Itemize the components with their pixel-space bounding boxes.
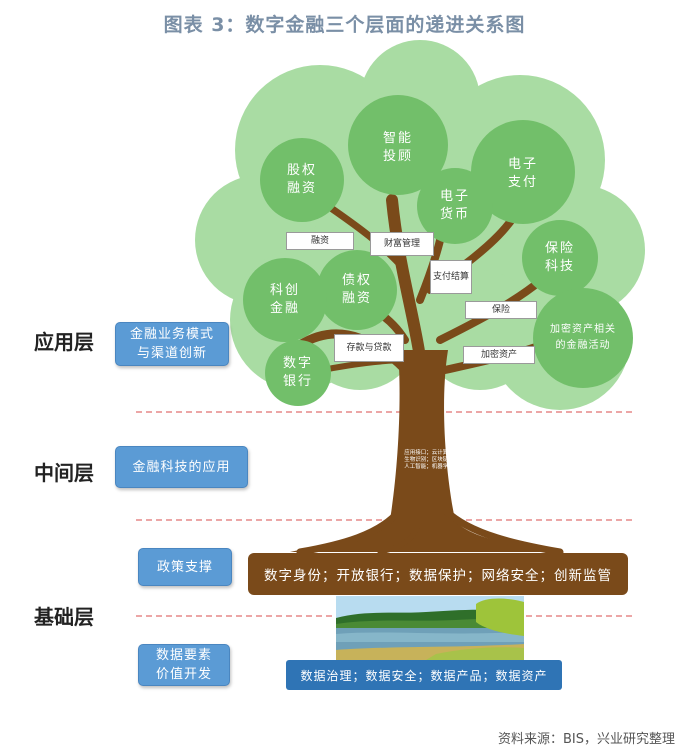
source-note: 资料来源：BIS，兴业研究整理	[497, 732, 675, 747]
leaf-label-debt: 债权融资	[342, 273, 373, 306]
box-data-value: 数据要素价值开发	[138, 644, 230, 686]
figure-title: 图表 3：数字金融三个层面的递进关系图	[163, 14, 526, 36]
policy-bar: 数字身份；开放银行；数据保护；网络安全；创新监管	[248, 553, 628, 595]
leaf-equity	[260, 138, 344, 222]
leaf-label-equity: 股权融资	[287, 163, 318, 196]
trunk	[290, 350, 560, 552]
layer-application: 应用层	[34, 330, 94, 354]
leaf-crypto-finance	[533, 288, 633, 388]
landscape-image	[336, 596, 524, 660]
layer-middle: 中间层	[34, 461, 94, 485]
tag-deposit: 存款与贷款	[334, 334, 404, 362]
leaf-debt	[317, 250, 397, 330]
box-biz-model: 金融业务模式与渠道创新	[115, 322, 229, 366]
leaf-label-crypto-finance: 加密资产相关的金融活动	[550, 324, 616, 351]
tag-crypto: 加密资产	[463, 346, 535, 364]
roots	[296, 506, 564, 556]
leaf-epay	[471, 120, 575, 224]
leaf-label-insure-tech: 保险科技	[545, 241, 576, 274]
box-fintech-app: 金融科技的应用	[115, 446, 248, 488]
leaf-label-tech-finance: 科创金融	[270, 283, 301, 316]
leaf-label-epay: 电子支付	[508, 157, 539, 190]
trunk-tech-list: 应用接口；云计算；生物识别；区块链；人工智能；机器学习	[404, 450, 454, 470]
tag-financing: 融资	[286, 232, 354, 250]
leaf-insure-tech	[522, 220, 598, 296]
leaf-ecash	[417, 168, 493, 244]
leaf-label-ecash: 电子货币	[440, 189, 471, 222]
leaf-circles	[243, 95, 633, 406]
leaf-digital-bank	[265, 340, 331, 406]
layer-foundation: 基础层	[34, 605, 94, 629]
leaf-advisor	[348, 95, 448, 195]
leaf-label-advisor: 智能投顾	[383, 131, 414, 164]
leaf-tech-finance	[243, 258, 327, 342]
box-policy: 政策支撑	[138, 548, 232, 586]
tag-wealth: 财富管理	[370, 232, 434, 256]
data-bar: 数据治理；数据安全；数据产品；数据资产	[286, 660, 562, 690]
tag-insurance: 保险	[465, 301, 537, 319]
leaf-label-digital-bank: 数字银行	[283, 356, 314, 389]
tag-payment: 支付结算	[430, 260, 472, 294]
